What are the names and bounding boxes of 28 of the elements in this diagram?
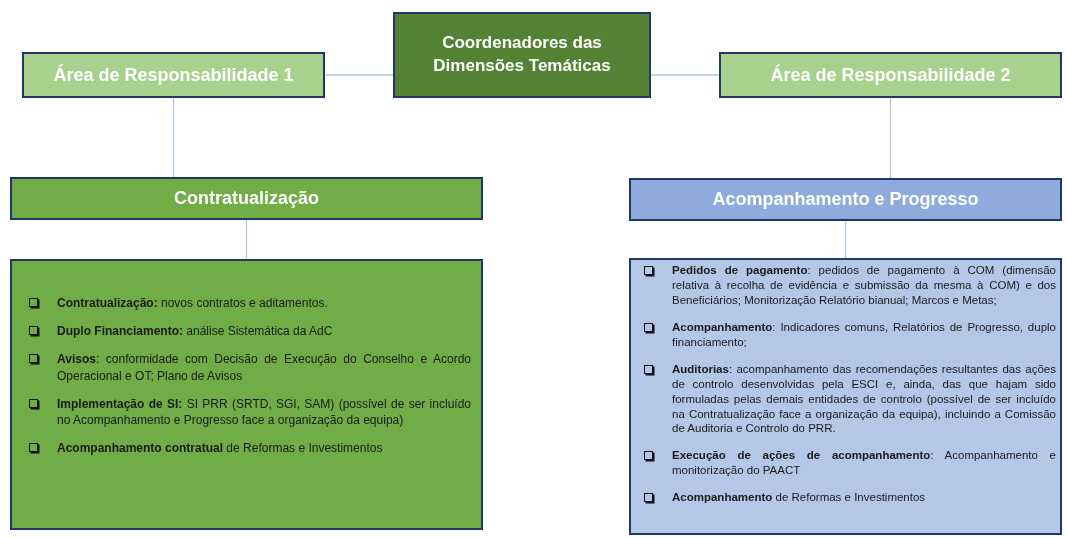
connector-line (324, 74, 394, 76)
heading: Área de Responsabilidade 1 (53, 63, 294, 87)
connector-line (172, 97, 175, 178)
title-box (719, 52, 1062, 98)
list-box (10, 259, 483, 530)
title-box (393, 12, 651, 98)
title-box (629, 178, 1062, 221)
bullet-text: Acompanhamento: Indicadores comuns, Relatórios de Progresso, duplo financiamento; (672, 319, 1056, 350)
connector-line (844, 220, 847, 259)
bullet-text: Implementação de SI: SI PRR (SRTD, SGI, SAM) (possível de ser incluído no Acompanhamento e Progresso face a organização da equipa) (57, 395, 471, 429)
list-box (629, 258, 1062, 535)
bullet-text: Pedidos de pagamento: pedidos de pagamento à COM (dimensão relativa à recolha de evidência e submissão da mesma à COM) e dos Beneficiários; Monitorização Relatório bianual; Marcos e Metas; (672, 263, 1056, 308)
bullet-text: Acompanhamento contratual de Reformas e Investimentos (57, 440, 383, 457)
title-box (22, 52, 325, 98)
title-box (10, 177, 483, 220)
connector-line (889, 97, 892, 179)
bullet-text: Auditorias: acompanhamento das recomendações resultantes das ações de controlo desenvolvidas pela ESCI e, ainda, das que hajam sido formuladas pelas demais entidades de controlo (possível de ser incluído na Contratualização face a organização da equipa), incluindo a Comissão de Auditoria e Controlo do PRR. (672, 361, 1056, 437)
heading: Contratualização (174, 187, 319, 211)
bullet-text: Avisos: conformidade com Decisão de Execução do Conselho e Acordo Operacional e OT; Plano de Avisos (57, 351, 471, 384)
heading: Acompanhamento e Progresso (712, 188, 979, 212)
heading: Área de Responsabilidade 2 (770, 63, 1011, 87)
connector-line (245, 219, 248, 260)
connector-line (650, 74, 720, 76)
heading: Coordenadores das Dimensões Temáticas (432, 32, 612, 77)
bullet-text: Duplo Financiamento: análise Sistemática da AdC (57, 323, 333, 340)
bullet-text: Acompanhamento de Reformas e Investimentos (672, 490, 926, 506)
bullet-text: Contratualização: novos contratos e aditamentos. (57, 295, 328, 312)
bullet-text: Execução de ações de acompanhamento: Acompanhamento e monitorização do PAACT (672, 448, 1056, 479)
